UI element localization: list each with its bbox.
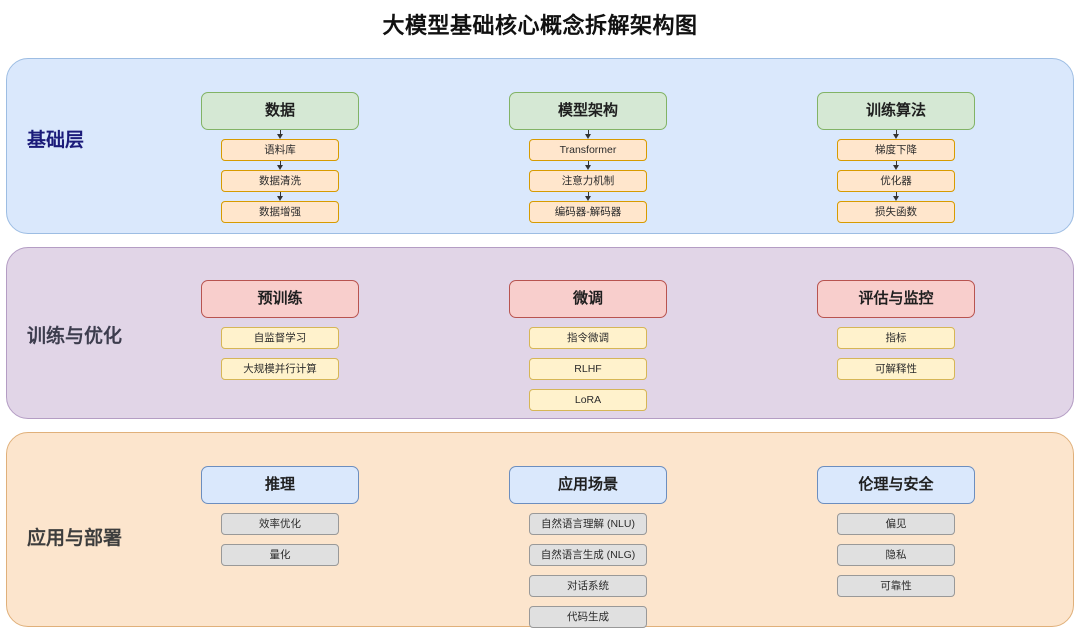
page-title: 大模型基础核心概念拆解架构图 bbox=[382, 13, 698, 38]
group-header-evaluation-monitoring[interactable]: 评估与监控 bbox=[817, 280, 975, 318]
spacer bbox=[837, 535, 955, 544]
spacer bbox=[529, 535, 647, 544]
spacer bbox=[529, 318, 647, 327]
layer-band-application-deployment: 应用与部署 推理 效率优化 量化 应用场景 自然语言理解 (NLU) 自然语言生… bbox=[6, 432, 1074, 628]
arrow-down-icon bbox=[837, 161, 955, 170]
sub-item[interactable]: 注意力机制 bbox=[529, 170, 647, 192]
sub-item[interactable]: RLHF bbox=[529, 358, 647, 380]
arrow-down-icon bbox=[221, 130, 339, 139]
sub-item[interactable]: 自监督学习 bbox=[221, 327, 339, 349]
sub-item[interactable]: 对话系统 bbox=[529, 575, 647, 597]
sub-item[interactable]: 自然语言理解 (NLU) bbox=[529, 513, 647, 535]
sub-item[interactable]: 代码生成 bbox=[529, 606, 647, 628]
group-header-data[interactable]: 数据 bbox=[201, 92, 359, 130]
sub-item[interactable]: 语料库 bbox=[221, 139, 339, 161]
arrow-down-icon bbox=[529, 130, 647, 139]
arrow-down-icon bbox=[529, 161, 647, 170]
layer-label-application-deployment: 应用与部署 bbox=[27, 528, 123, 549]
spacer bbox=[529, 597, 647, 606]
sub-item[interactable]: 指标 bbox=[837, 327, 955, 349]
layer-band-training-optimization: 训练与优化 预训练 自监督学习 大规模并行计算 微调 指令微调 RLHF LoR… bbox=[6, 247, 1074, 419]
sub-item[interactable]: 隐私 bbox=[837, 544, 955, 566]
sub-item[interactable]: 大规模并行计算 bbox=[221, 358, 339, 380]
layer-band-foundation: 基础层 数据 语料库 数据清洗 数据增强 模型架构 Transformer 注意… bbox=[6, 58, 1074, 234]
group-column-training-algorithm: 训练算法 梯度下降 优化器 损失函数 bbox=[817, 92, 975, 223]
layer-label-foundation: 基础层 bbox=[27, 130, 85, 151]
arrow-down-icon bbox=[221, 192, 339, 201]
group-header-model-architecture[interactable]: 模型架构 bbox=[509, 92, 667, 130]
sub-item[interactable]: LoRA bbox=[529, 389, 647, 411]
sub-item[interactable]: 数据清洗 bbox=[221, 170, 339, 192]
sub-item[interactable]: 指令微调 bbox=[529, 327, 647, 349]
sub-item[interactable]: 可靠性 bbox=[837, 575, 955, 597]
group-column-evaluation-monitoring: 评估与监控 指标 可解释性 bbox=[817, 280, 975, 380]
layer-columns-application-deployment: 推理 效率优化 量化 应用场景 自然语言理解 (NLU) 自然语言生成 (NLG… bbox=[167, 433, 1063, 628]
spacer bbox=[837, 349, 955, 358]
sub-item[interactable]: 优化器 bbox=[837, 170, 955, 192]
sub-item[interactable]: 效率优化 bbox=[221, 513, 339, 535]
group-column-inference: 推理 效率优化 量化 bbox=[201, 466, 359, 566]
arrow-down-icon bbox=[837, 192, 955, 201]
group-header-finetuning[interactable]: 微调 bbox=[509, 280, 667, 318]
sub-item[interactable]: Transformer bbox=[529, 139, 647, 161]
arrow-down-icon bbox=[221, 161, 339, 170]
spacer bbox=[837, 566, 955, 575]
group-column-pretraining: 预训练 自监督学习 大规模并行计算 bbox=[201, 280, 359, 380]
sub-item[interactable]: 量化 bbox=[221, 544, 339, 566]
group-header-inference[interactable]: 推理 bbox=[201, 466, 359, 504]
sub-item[interactable]: 自然语言生成 (NLG) bbox=[529, 544, 647, 566]
spacer bbox=[221, 504, 339, 513]
spacer bbox=[529, 349, 647, 358]
group-column-finetuning: 微调 指令微调 RLHF LoRA bbox=[509, 280, 667, 411]
spacer bbox=[221, 318, 339, 327]
group-header-training-algorithm[interactable]: 训练算法 bbox=[817, 92, 975, 130]
spacer bbox=[837, 504, 955, 513]
arrow-down-icon bbox=[837, 130, 955, 139]
spacer bbox=[529, 380, 647, 389]
sub-item[interactable]: 偏见 bbox=[837, 513, 955, 535]
spacer bbox=[221, 535, 339, 544]
group-column-model-architecture: 模型架构 Transformer 注意力机制 编码器-解码器 bbox=[509, 92, 667, 223]
spacer bbox=[529, 504, 647, 513]
group-header-pretraining[interactable]: 预训练 bbox=[201, 280, 359, 318]
group-column-data: 数据 语料库 数据清洗 数据增强 bbox=[201, 92, 359, 223]
group-header-application-scenarios[interactable]: 应用场景 bbox=[509, 466, 667, 504]
sub-item[interactable]: 可解释性 bbox=[837, 358, 955, 380]
sub-item[interactable]: 数据增强 bbox=[221, 201, 339, 223]
layer-label-training-optimization: 训练与优化 bbox=[27, 326, 123, 347]
group-column-application-scenarios: 应用场景 自然语言理解 (NLU) 自然语言生成 (NLG) 对话系统 代码生成 bbox=[509, 466, 667, 628]
group-header-ethics-safety[interactable]: 伦理与安全 bbox=[817, 466, 975, 504]
sub-item[interactable]: 梯度下降 bbox=[837, 139, 955, 161]
layer-columns-foundation: 数据 语料库 数据清洗 数据增强 模型架构 Transformer 注意力机制 … bbox=[167, 59, 1063, 233]
sub-item[interactable]: 损失函数 bbox=[837, 201, 955, 223]
spacer bbox=[837, 318, 955, 327]
spacer bbox=[529, 566, 647, 575]
group-column-ethics-safety: 伦理与安全 偏见 隐私 可靠性 bbox=[817, 466, 975, 597]
spacer bbox=[221, 349, 339, 358]
sub-item[interactable]: 编码器-解码器 bbox=[529, 201, 647, 223]
layer-columns-training-optimization: 预训练 自监督学习 大规模并行计算 微调 指令微调 RLHF LoRA 评估与监… bbox=[167, 248, 1063, 418]
arrow-down-icon bbox=[529, 192, 647, 201]
